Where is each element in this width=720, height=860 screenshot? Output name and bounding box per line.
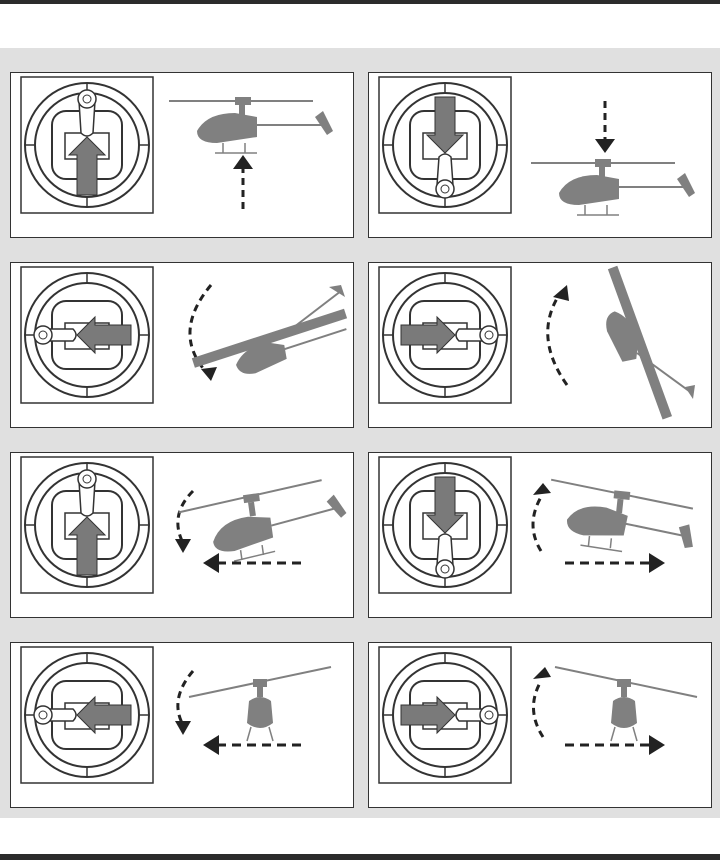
down-dashed-arrow-icon [595, 101, 615, 153]
stick-gimbal-icon [379, 647, 511, 783]
stick-gimbal-icon [21, 267, 153, 403]
helicopter-rear-icon [189, 667, 331, 741]
stick-gimbal-icon [379, 77, 511, 213]
panel-stick-down-descend [368, 72, 712, 238]
helicopter-side-icon [169, 97, 333, 153]
cw-curve-arrow-icon [548, 285, 569, 385]
left-dashed-arrow-icon [203, 553, 301, 573]
ccw-curve-arrow-icon [190, 285, 217, 381]
stick-gimbal-icon [21, 457, 153, 593]
stick-gimbal-icon [21, 647, 153, 783]
right-dashed-arrow-icon [565, 553, 665, 573]
left-dashed-arrow-icon [203, 735, 301, 755]
stick-gimbal-icon [379, 457, 511, 593]
ccw-curve-arrow-icon [175, 671, 193, 735]
helicopter-rear-icon [555, 667, 697, 741]
helicopter-pitched-icon [177, 477, 351, 567]
bottom-rule [0, 854, 720, 860]
panel-stick-left-roll [10, 262, 354, 428]
ccw-curve-arrow-icon [175, 491, 193, 553]
panel-stick-down-backward [368, 452, 712, 618]
panel-stick-up-forward [10, 452, 354, 618]
stick-gimbal-icon [21, 77, 153, 213]
helicopter-pitched-icon [544, 480, 698, 559]
stick-gimbal-icon [379, 267, 511, 403]
panel-stick-left-rear [10, 642, 354, 808]
helicopter-side-icon [531, 159, 695, 215]
helicopter-rolled-icon [192, 309, 355, 391]
up-dashed-arrow-icon [233, 155, 253, 209]
panel-stick-right-roll [368, 262, 712, 428]
panel-stick-right-rear [368, 642, 712, 808]
cw-curve-arrow-icon [533, 667, 551, 737]
cw-curve-arrow-icon [533, 483, 551, 551]
top-rule [0, 0, 720, 4]
right-dashed-arrow-icon [565, 735, 665, 755]
helicopter-rolled-icon [587, 266, 672, 427]
panel-stick-up-climb [10, 72, 354, 238]
